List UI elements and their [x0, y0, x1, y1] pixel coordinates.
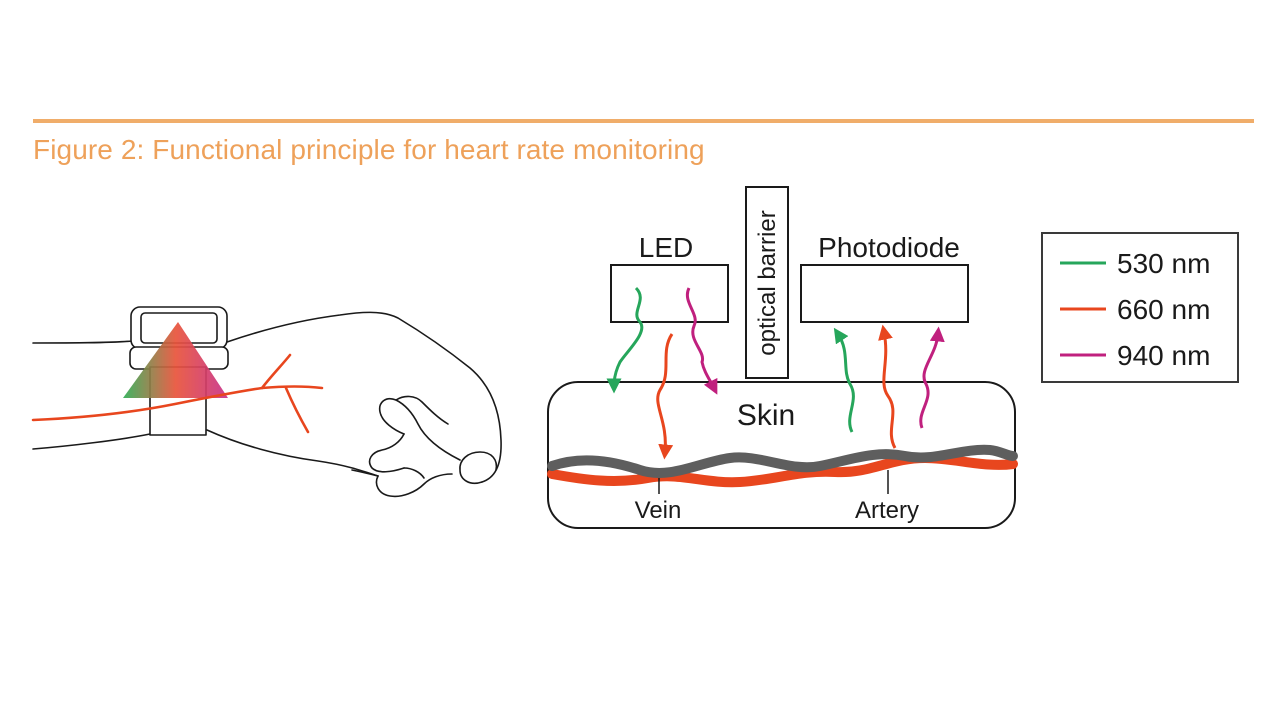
legend: 530 nm 660 nm 940 nm — [1060, 248, 1210, 371]
green-emitted-arrow — [606, 286, 644, 394]
title-rule — [33, 119, 1254, 123]
legend-label-1: 660 nm — [1117, 294, 1210, 325]
light-beam-triangle — [123, 322, 228, 398]
legend-label-0: 530 nm — [1117, 248, 1210, 279]
figure-title: Figure 2: Functional principle for heart… — [33, 134, 705, 165]
legend-label-2: 940 nm — [1117, 340, 1210, 371]
skin-label: Skin — [737, 399, 795, 432]
vein-vessel — [547, 444, 1018, 478]
wrist-illustration — [32, 306, 502, 498]
led-label: LED — [639, 232, 693, 263]
photodiode-box — [800, 264, 969, 323]
photodiode-label: Photodiode — [818, 232, 960, 263]
optical-barrier — [745, 186, 789, 379]
arm-blood-vessel — [31, 353, 324, 434]
red-emitted-arrow — [656, 333, 674, 460]
red-reflected-arrow — [878, 324, 897, 449]
artery-label: Artery — [855, 497, 919, 524]
magenta-emitted-arrow — [685, 287, 718, 395]
optical-barrier-label: optical barrier — [754, 210, 781, 355]
green-reflected-arrow — [833, 327, 855, 433]
vein-label: Vein — [635, 497, 682, 524]
magenta-reflected-arrow — [919, 326, 945, 429]
led-box — [610, 264, 729, 323]
